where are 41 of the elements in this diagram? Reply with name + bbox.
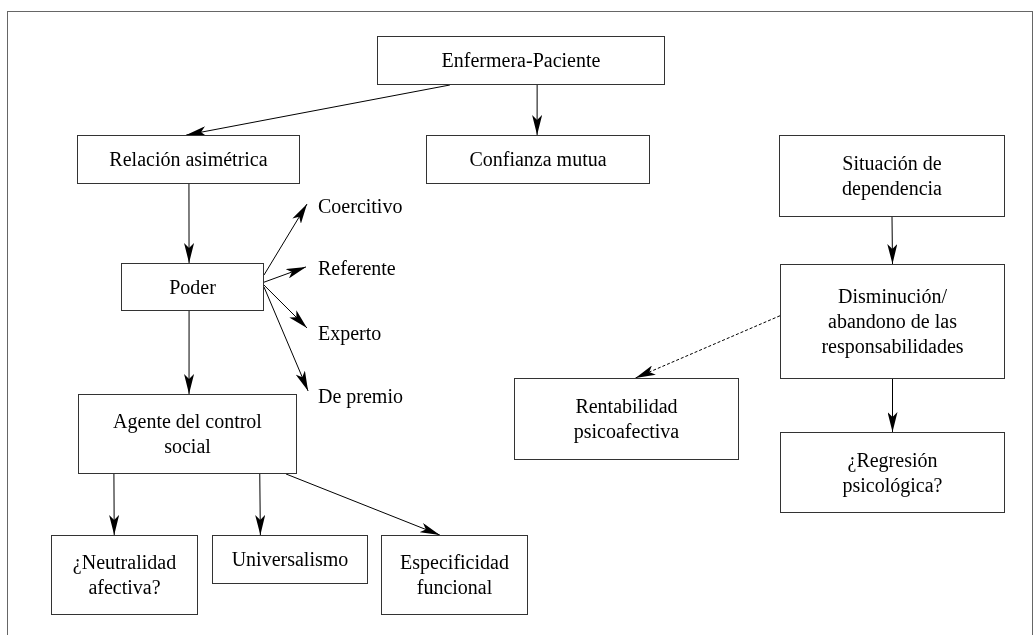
node-text: Disminución/ abandono de las responsabilidades — [820, 284, 965, 359]
arrow — [532, 84, 543, 136]
node-text: Rentabilidad psicoafectiva — [572, 394, 681, 444]
node-text: Confianza mutua — [469, 147, 607, 172]
node-text: ¿Neutralidad afectiva? — [71, 550, 178, 600]
concept-box — [381, 535, 528, 615]
node-text: Especificidad funcional — [399, 550, 510, 600]
concept-box — [51, 535, 198, 615]
concept-box — [121, 263, 264, 311]
node-text: Situación de dependencia — [841, 151, 943, 201]
concept-box — [780, 432, 1005, 513]
concept-box — [78, 394, 297, 474]
concept-box — [780, 264, 1005, 379]
arrow — [887, 216, 898, 265]
arrow — [109, 473, 120, 536]
node-label: Coercitivo — [318, 192, 418, 220]
node-label: De premio — [318, 382, 428, 410]
arrow — [263, 266, 307, 283]
arrow — [184, 183, 195, 264]
concept-box — [212, 535, 368, 584]
concept-box — [514, 378, 739, 460]
concept-box — [779, 135, 1005, 217]
node-text: Universalismo — [231, 547, 349, 572]
arrow — [285, 473, 441, 536]
node-text: Enfermera-Paciente — [441, 48, 601, 73]
node-text: Agente del control social — [112, 409, 263, 459]
arrow — [887, 378, 898, 433]
node-label: Referente — [318, 254, 418, 282]
concept-box — [426, 135, 650, 184]
dashed-arrow — [635, 315, 781, 379]
node-text: ¿Regresión psicológica? — [841, 447, 944, 498]
node-label: Experto — [318, 319, 418, 347]
arrow — [255, 473, 266, 536]
node-text: Poder — [169, 274, 216, 300]
node-text: Relación asimétrica — [109, 147, 268, 172]
arrow — [263, 284, 308, 329]
arrow — [263, 203, 308, 276]
arrow — [184, 310, 195, 395]
concept-box — [377, 36, 665, 85]
arrow — [263, 286, 309, 392]
concept-box — [77, 135, 300, 184]
